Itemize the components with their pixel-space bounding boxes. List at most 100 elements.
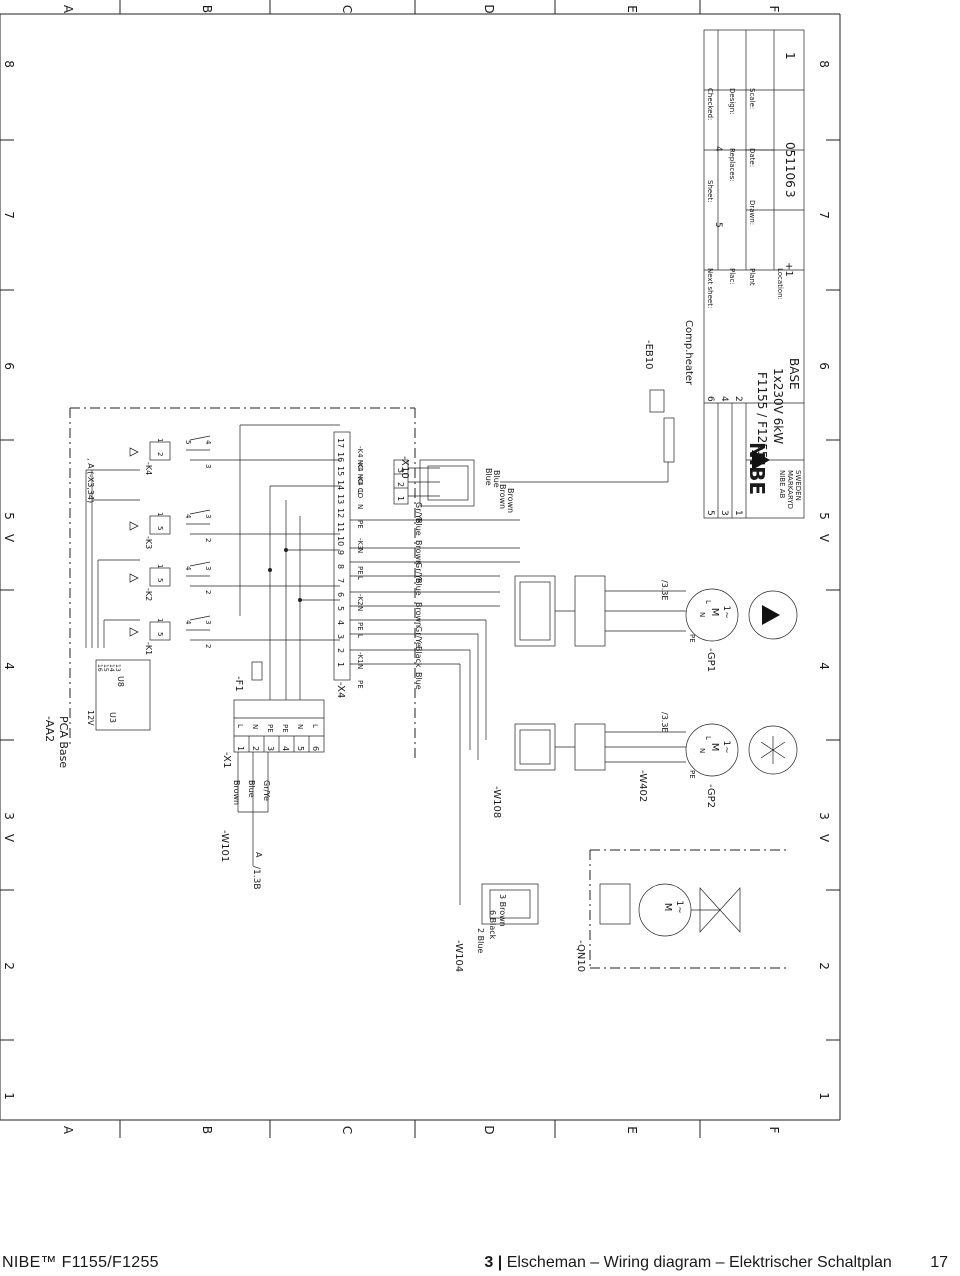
x1-label-5: N: [296, 724, 304, 729]
pca-pin-16: 16: [96, 664, 103, 672]
grid-row-top-c: C: [340, 5, 354, 13]
fuse-ref: -F1: [233, 676, 244, 692]
x10-term-2: 2: [396, 482, 405, 487]
wire-color-2: Black: [414, 646, 423, 668]
drawn-value: 3: [783, 190, 797, 198]
x4-term-14: 14: [336, 480, 345, 490]
x10-term-1: 1: [396, 496, 405, 501]
relay-k1: -K1 1 5 2 3 4: [129, 615, 212, 655]
x4-func-14: L: [356, 490, 364, 494]
relay-k1-a: 1: [156, 618, 164, 622]
location-label: Location:: [776, 268, 784, 300]
sheet-frame: [0, 0, 841, 1138]
x1-term-6: 6: [311, 746, 320, 751]
replaces-label: Replaces:: [728, 148, 736, 182]
wire-color-5: Blue: [414, 578, 423, 596]
pca-pin-13: 13: [114, 664, 121, 672]
wire-color-9: Gr/Ye: [414, 502, 423, 523]
x4-func-12: PE: [356, 520, 364, 529]
qn10-motor-phase: 1~: [674, 900, 684, 913]
gp1-pin-n: N: [698, 612, 706, 617]
x4-term-9: 9: [336, 550, 345, 555]
grid-row-top-a: A: [61, 5, 75, 14]
footer-page-number: 17: [930, 1254, 948, 1271]
qn10-ref: -QN10: [575, 940, 586, 972]
relay-k3: -K3 1 5 2 3 4: [129, 509, 212, 549]
gp1-pin-pe: PE: [688, 634, 696, 643]
grid-row-top-b: B: [200, 5, 214, 13]
heater-ref: -EB10: [643, 340, 654, 370]
drawn-label: Drawn:: [748, 200, 756, 225]
x4-term-3: 3: [336, 634, 345, 639]
gp2-motor-label: M: [709, 743, 720, 752]
x4-func-1: PE: [356, 680, 364, 689]
relay-k2-b: 5: [156, 578, 164, 582]
model-variant: BASE: [787, 358, 801, 390]
wire-color-3: Gr/Ye: [414, 626, 423, 647]
relay-k3-d: 3: [204, 514, 212, 518]
pca-supply: 12V: [86, 710, 95, 726]
grid-col-left-8: 8: [2, 60, 16, 68]
valve-qn10: M 1~ -QN10 2 Blue 6 Black 3 Brown: [476, 849, 790, 972]
x1-label-3: PE: [266, 724, 274, 733]
w101-wire-blue: Blue: [247, 780, 256, 798]
x4-func-8: L: [356, 576, 364, 580]
rev-num-3: 3: [719, 510, 729, 516]
rev-num-4: 4: [719, 396, 729, 402]
pca-chip-a: U3: [108, 712, 117, 723]
sheet-label: Sheet:: [706, 180, 714, 203]
next-sheet-label: Next sheet:: [706, 268, 714, 308]
internal-bus: [210, 424, 340, 700]
relay-k3-a: 1: [156, 512, 164, 516]
relay-k1-ref: -K1: [144, 642, 153, 655]
qn10-wire-blue: 2 Blue: [476, 928, 485, 953]
relay-k4-a: 1: [156, 438, 164, 442]
x4-funcs: PE N -K1 L PE N -K2 L PE N -K3 PE N L -K…: [356, 446, 364, 689]
page-footer: NIBE™ F1155/F1255 3 | Elscheman – Wiring…: [0, 1250, 960, 1276]
gp2-pin-n: N: [698, 748, 706, 753]
wire-color-11: Brown: [498, 484, 507, 509]
relay-k1-c: 2: [204, 644, 212, 648]
section-mark-right-5: V: [817, 534, 831, 543]
qn10-wire-brown: 3 Brown: [498, 894, 507, 927]
design-label: Design:: [728, 88, 736, 115]
x4-func-7: -K2: [356, 594, 364, 606]
pca-chip-b: U8: [116, 676, 125, 687]
x4-term-8: 8: [336, 564, 345, 569]
x10-term-3: 3: [396, 468, 405, 473]
section-mark-left-5: V: [2, 534, 16, 543]
x4-term-15: 15: [336, 466, 345, 476]
x4-func-15: -K4 CO: [356, 474, 364, 499]
model-name: F1155 / F1255: [755, 372, 769, 459]
next-sheet-value: 5: [713, 222, 723, 228]
grid-col-right-5: 5: [817, 512, 831, 520]
x4-func-4: L: [356, 634, 364, 638]
x4-term-11: 11: [336, 522, 345, 532]
plug-wire-brown: Brown: [506, 488, 515, 513]
pump-gp2: M 1~ -GP2 /3.3E PE N L: [605, 712, 798, 808]
x4-func-17: -K4 NC: [356, 446, 364, 470]
gp2-pin-pe: PE: [688, 770, 696, 779]
terminal-block-x1: -X1 1 2 3 4 5 6 L N PE PE N L: [221, 699, 325, 768]
x4-term-13: 13: [336, 494, 345, 504]
x1-label-6: L: [311, 724, 319, 728]
heater-eb10: -EB10 Comp.heater: [500, 320, 694, 483]
x4-term-5: 5: [336, 606, 345, 611]
grid-col-left-1: 1: [2, 1092, 16, 1100]
plac-label: Plac:: [728, 268, 736, 285]
x4-func-2: N: [356, 664, 364, 669]
relay-k4-e: 5: [184, 440, 192, 444]
grid-row-bottom-c: C: [340, 1126, 354, 1134]
relay-k1-d: 3: [204, 620, 212, 624]
model-spec: 1x230V 6kW: [771, 368, 785, 444]
section-mark-left-3: V: [2, 834, 16, 843]
cable-w104: -W104: [453, 940, 464, 972]
pca-base-board: -AA2 PCA Base , A (-X3,34) 12V U3 U8 16 …: [43, 407, 416, 768]
x4-term-10: 10: [336, 536, 345, 546]
x4-term-7: 7: [336, 578, 345, 583]
x4-term-16: 16: [336, 452, 345, 462]
wire-color-7: Brown: [414, 540, 423, 565]
grid-col-left-4: 4: [2, 662, 16, 670]
rev-num-5: 5: [705, 510, 715, 516]
grid-col-right-3: 3: [817, 812, 831, 820]
